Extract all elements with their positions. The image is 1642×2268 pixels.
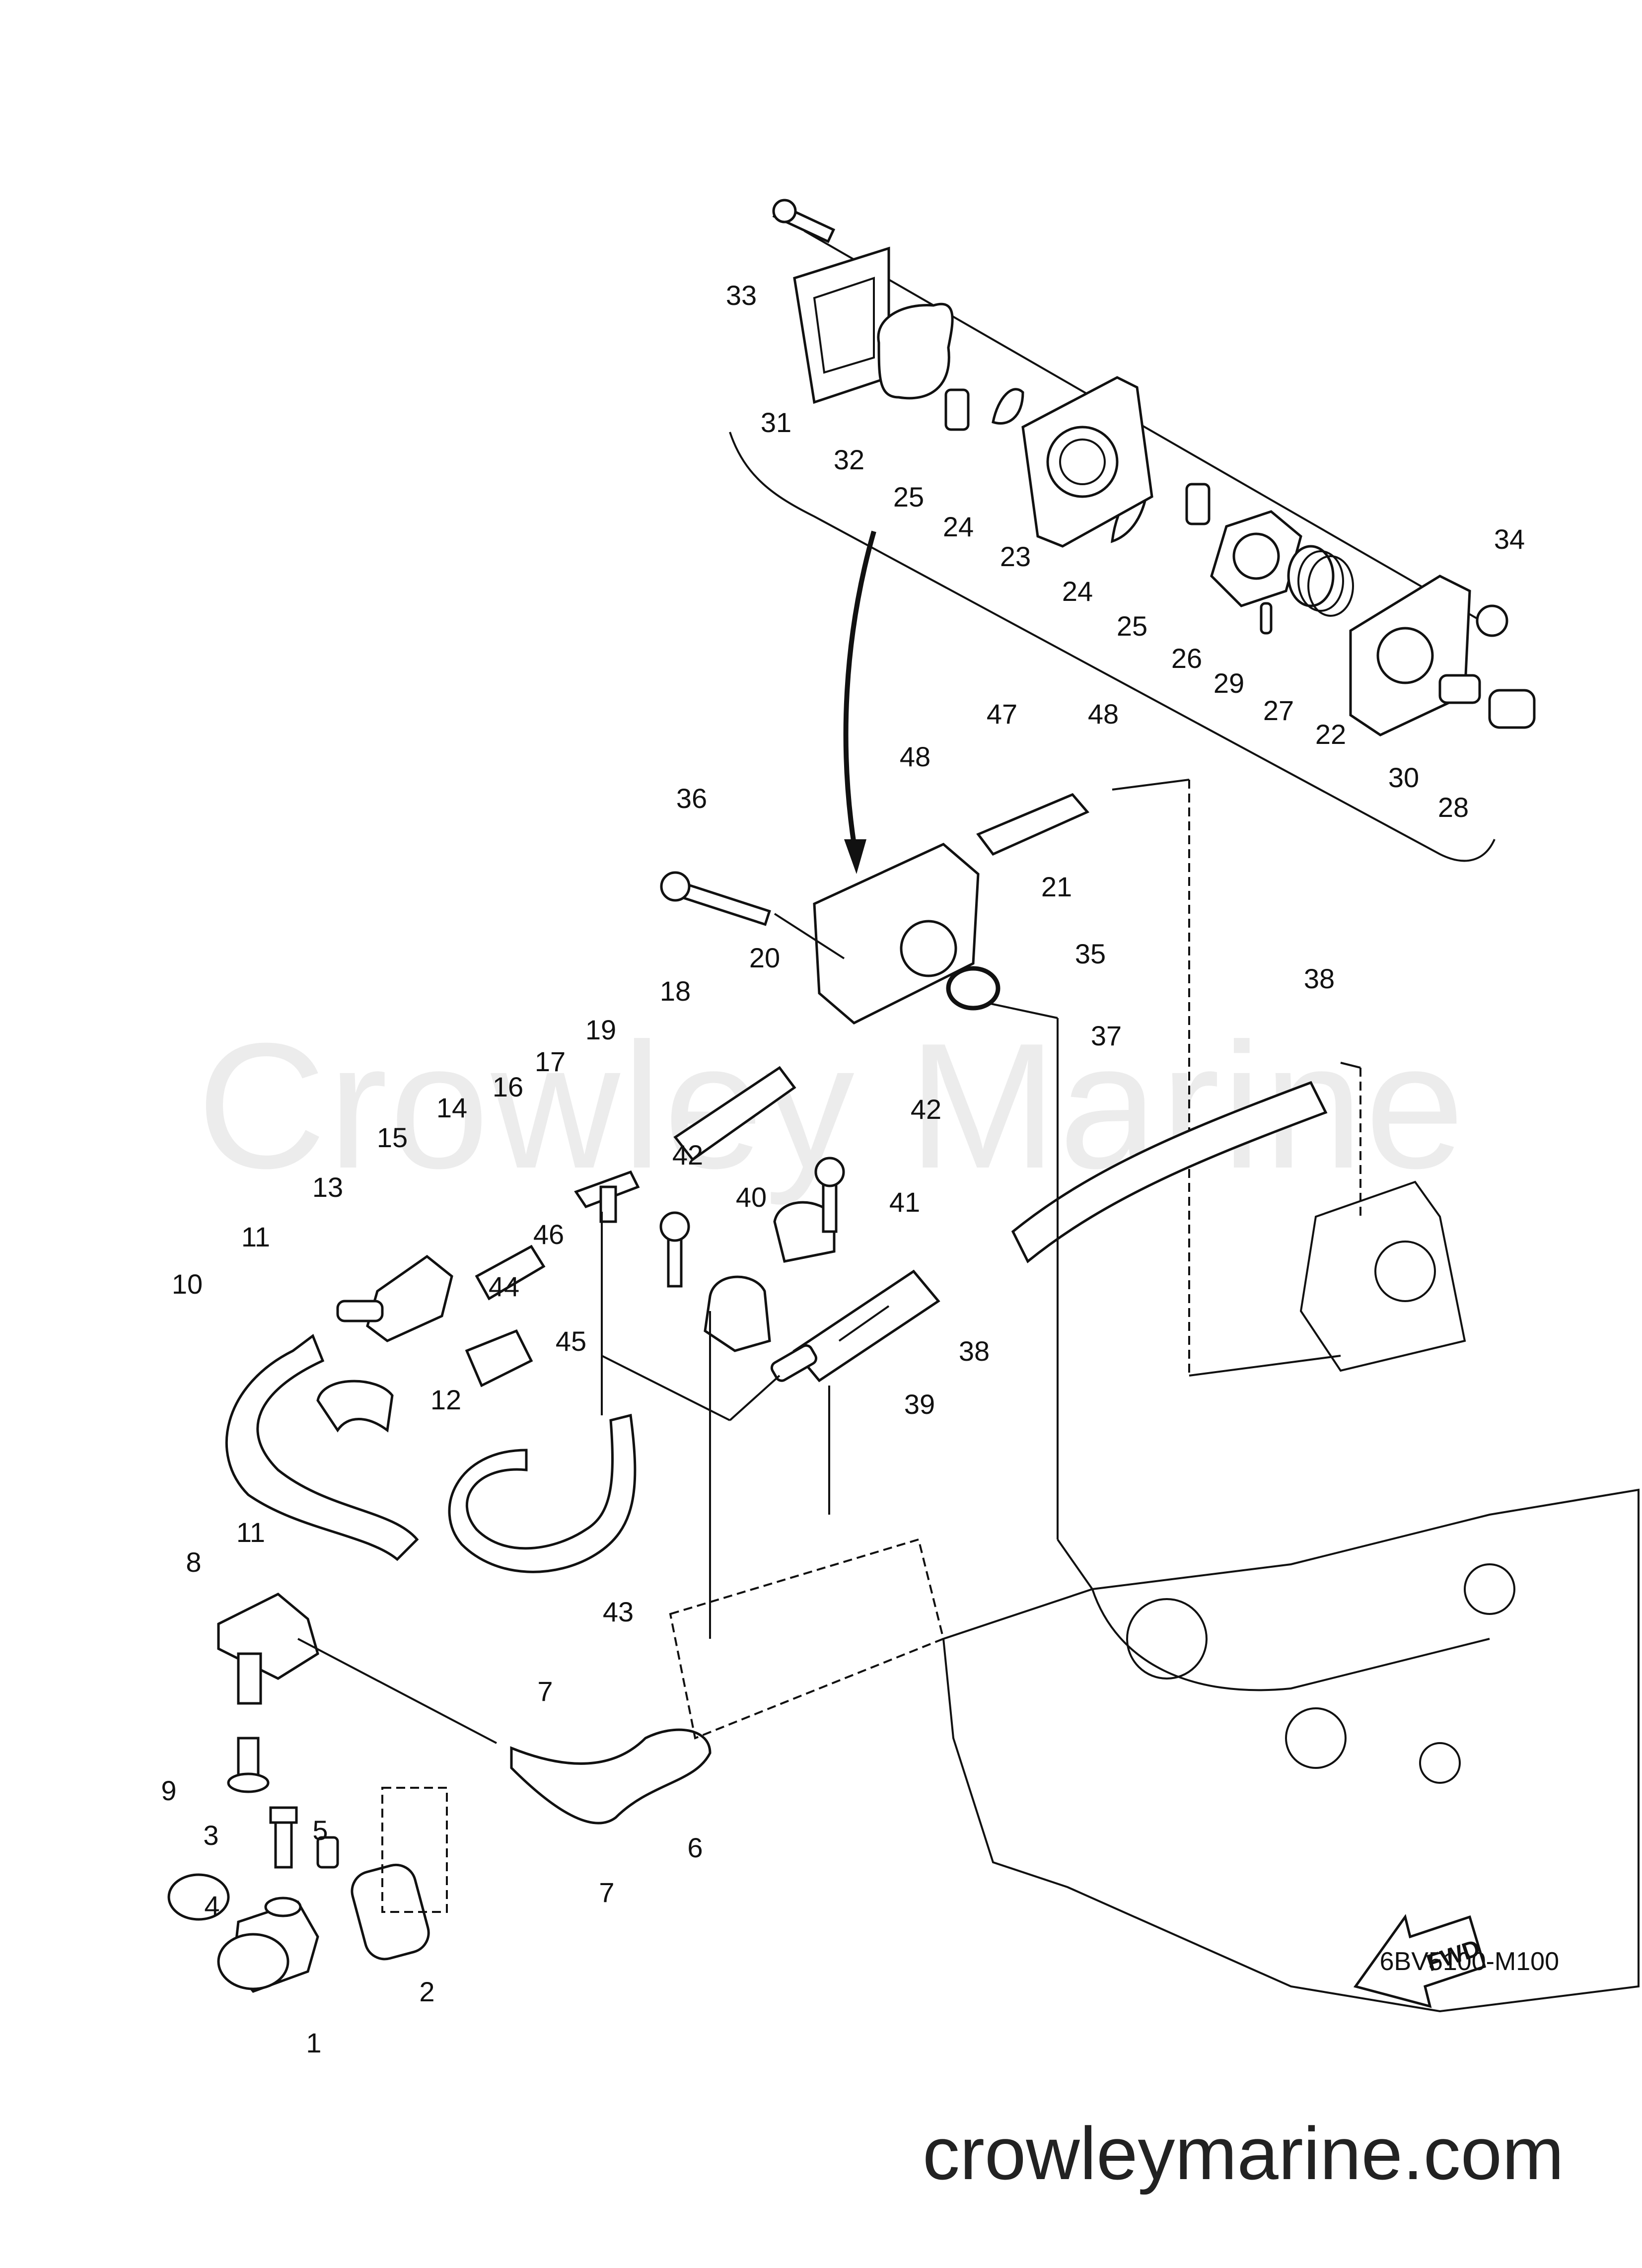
- callout-21: 21: [1041, 871, 1072, 902]
- fuel-pump-21: [813, 843, 980, 1024]
- footer-url[interactable]: crowleymarine.com: [923, 2112, 1564, 2195]
- screw-33: [772, 199, 836, 243]
- callout-27: 27: [1263, 695, 1294, 726]
- callout-48: 48: [1087, 698, 1119, 730]
- callout-31: 31: [760, 407, 792, 438]
- callout-32: 32: [833, 444, 865, 475]
- callout-13: 13: [312, 1171, 344, 1203]
- callout-25: 25: [893, 481, 925, 512]
- callout-24: 24: [942, 511, 974, 542]
- callout-48-b: 48: [899, 741, 931, 772]
- callout-28: 28: [1437, 792, 1469, 823]
- detail-arrow-head: [844, 839, 866, 874]
- callout-38-b: 38: [958, 1335, 990, 1367]
- callout-25-b: 25: [1116, 610, 1148, 642]
- fuel-filter-13: [366, 1254, 453, 1342]
- callout-17: 17: [534, 1046, 566, 1077]
- callout-1: 1: [306, 2027, 322, 2058]
- callout-10: 10: [171, 1268, 203, 1300]
- joint-8: [217, 1593, 319, 1680]
- hose-10: [225, 1334, 419, 1561]
- callout-26: 26: [1171, 643, 1203, 674]
- callout-42: 42: [910, 1094, 942, 1125]
- engine-block: [942, 1488, 1640, 2013]
- fwd-arrow: [1353, 1914, 1487, 2008]
- callout-2: 2: [419, 1976, 435, 2007]
- callout-14: 14: [436, 1092, 468, 1123]
- callout-41: 41: [889, 1186, 921, 1218]
- callout-38: 38: [1303, 963, 1335, 994]
- o-ring-35: [946, 966, 1000, 1011]
- callout-39: 39: [904, 1389, 935, 1420]
- hose-6: [510, 1728, 712, 1825]
- callout-47: 47: [986, 698, 1018, 730]
- callout-24-b: 24: [1062, 576, 1093, 607]
- callout-37: 37: [1090, 1020, 1122, 1051]
- fuel-filter-39: [792, 1269, 940, 1383]
- callout-42-b: 42: [672, 1139, 704, 1171]
- callout-7-b: 7: [599, 1877, 615, 1908]
- callout-34: 34: [1494, 523, 1525, 555]
- callout-46: 46: [533, 1219, 565, 1250]
- gasket-32: [877, 302, 954, 400]
- callout-44: 44: [488, 1271, 520, 1302]
- callout-33: 33: [725, 280, 757, 311]
- callout-40: 40: [735, 1181, 767, 1213]
- callout-4: 4: [204, 1890, 220, 1921]
- callout-29: 29: [1213, 667, 1245, 699]
- callout-22: 22: [1315, 719, 1347, 750]
- detail-box-outline: [729, 432, 1496, 862]
- callout-45: 45: [555, 1325, 587, 1357]
- explode-axis: [804, 230, 1490, 627]
- lower-bracket: [381, 1538, 945, 1913]
- hose-43: [448, 1413, 637, 1573]
- callout-36: 36: [676, 783, 708, 814]
- callout-11: 11: [241, 1221, 271, 1252]
- spring-27: [1287, 545, 1354, 617]
- callout-23: 23: [999, 541, 1031, 572]
- callout-20: 20: [749, 942, 781, 973]
- diagram-code: 6BV5100-M100: [1379, 1947, 1559, 1976]
- callout-8: 8: [186, 1546, 202, 1578]
- callout-3: 3: [203, 1820, 219, 1851]
- callout-9: 9: [161, 1775, 177, 1806]
- callout-11-b: 11: [236, 1517, 266, 1548]
- carburetor: [1299, 1180, 1466, 1372]
- callout-6: 6: [687, 1832, 703, 1863]
- callout-18: 18: [659, 975, 691, 1007]
- callout-7: 7: [537, 1676, 553, 1707]
- callout-5: 5: [312, 1815, 328, 1846]
- callout-12: 12: [430, 1384, 462, 1415]
- hose-37: [1011, 1081, 1328, 1263]
- callout-35: 35: [1074, 938, 1106, 969]
- callout-43: 43: [602, 1596, 634, 1627]
- callout-19: 19: [585, 1014, 617, 1045]
- callout-30: 30: [1388, 762, 1420, 793]
- callout-16: 16: [492, 1071, 524, 1102]
- detail-arrow: [843, 530, 876, 845]
- callout-15: 15: [376, 1122, 408, 1153]
